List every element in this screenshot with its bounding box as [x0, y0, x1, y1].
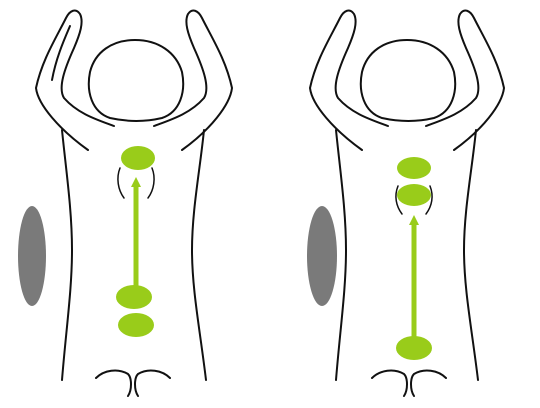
- left-arm-inner: [52, 26, 70, 80]
- gray-oval-pad: [307, 206, 337, 306]
- scapula-left: [118, 168, 124, 198]
- scapula-right: [148, 168, 154, 198]
- right-arm: [426, 11, 504, 150]
- buttocks: [372, 371, 446, 396]
- torso-right: [192, 130, 206, 380]
- torso-right: [464, 130, 478, 380]
- torso: [62, 130, 72, 380]
- left-arm: [310, 11, 388, 150]
- lower-back-marker-2: [118, 313, 154, 337]
- head: [361, 40, 455, 121]
- lower-back-marker-1: [116, 285, 152, 309]
- figure-left: [18, 11, 232, 396]
- figure-right: [307, 11, 504, 396]
- upper-back-marker-2: [397, 184, 431, 206]
- head: [89, 40, 183, 121]
- right-arm: [154, 11, 232, 150]
- torso: [336, 130, 346, 380]
- buttocks: [96, 371, 170, 396]
- upper-back-marker: [121, 146, 155, 170]
- left-arm: [36, 11, 114, 150]
- gray-oval-pad: [18, 206, 46, 306]
- upper-back-marker-1: [397, 157, 431, 179]
